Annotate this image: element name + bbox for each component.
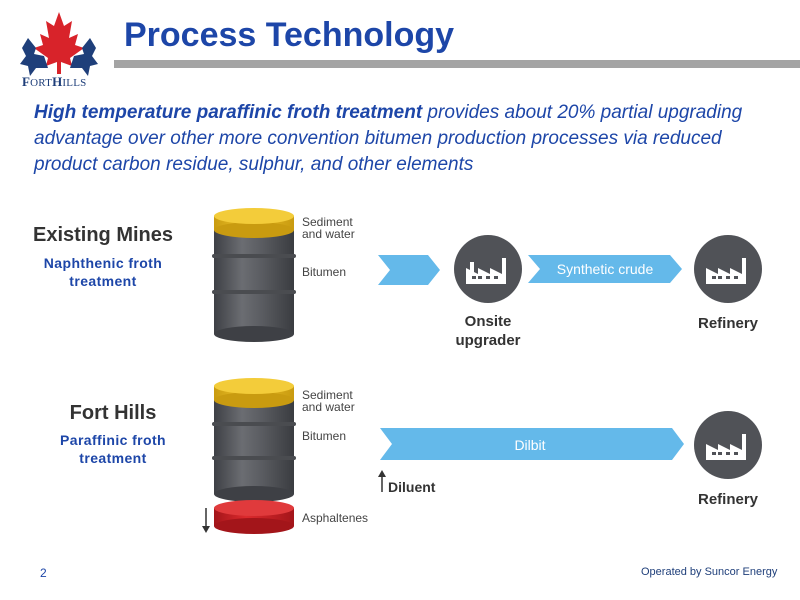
logo-wordmark: FORTHILLS [22,74,86,90]
logo-ills: ILLS [62,77,87,89]
fort-hills-subtitle: Paraffinic froth treatment [38,431,188,467]
existing-sediment-line2: and water [302,227,355,241]
fort-hills-title: Fort Hills [69,402,157,424]
fort-hills-subtitle-line2: treatment [79,450,147,466]
logo-f: F [22,74,31,89]
upgrader-label: Onsite upgrader [438,312,538,350]
maple-leaf-logo-icon [20,12,98,76]
refinery-label-fort-hills: Refinery [697,491,759,508]
logo-ort: ORT [30,77,53,89]
existing-subtitle-line1: Naphthenic froth [43,255,163,271]
existing-subtitle-line2: treatment [69,273,137,289]
fort-hills-subtitle-line1: Paraffinic froth [60,432,166,448]
dilbit-arrow [380,428,684,460]
intro-bold: High temperature paraffinic froth treatm… [34,102,423,123]
asphaltenes-label: Asphaltenes [302,511,369,525]
intro-paragraph: High temperature paraffinic froth treatm… [34,100,784,178]
dilbit-label: Dilbit [514,437,546,453]
fort-hills-sediment-line2: and water [302,400,355,414]
fort-hills-sediment-label: Sediment and water [302,389,355,413]
existing-feed-arrow [378,255,440,285]
title-underline-bar [114,60,800,68]
operated-by-text: Operated by Suncor Energy [641,566,778,578]
upgrader-line1: Onsite [464,313,512,330]
page-title: Process Technology [124,16,455,54]
refinery-node-existing [694,235,762,303]
refinery-node-fort-hills [694,411,762,479]
existing-sediment-line1: Sediment [302,215,353,229]
logo-h: H [52,74,63,89]
existing-bitumen-label: Bitumen [302,265,347,279]
factory-icon [466,258,506,284]
factory-icon [706,434,746,460]
asphaltenes-disc [214,500,294,534]
factory-icon [706,258,746,284]
fort-hills-bitumen-label: Bitumen [302,429,347,443]
existing-sediment-label: Sediment and water [302,216,355,240]
upgrader-node [454,235,522,303]
existing-barrel [212,208,296,342]
diluent-label: Diluent [388,479,436,495]
synthetic-crude-arrow [528,255,682,283]
upgrader-line2: upgrader [455,332,521,349]
intro-rest: provides about 20% partial upgrading adv… [34,102,743,175]
refinery-label-existing: Refinery [697,315,759,332]
existing-mines-title: Existing Mines [32,224,174,246]
down-arrow-icon [202,508,210,533]
fort-hills-sediment-line1: Sediment [302,388,353,402]
existing-subtitle: Naphthenic froth treatment [28,254,178,290]
page-number: 2 [40,566,47,580]
fort-hills-barrel [212,378,296,502]
synthetic-crude-label: Synthetic crude [556,261,654,277]
up-arrow-icon [378,470,386,492]
